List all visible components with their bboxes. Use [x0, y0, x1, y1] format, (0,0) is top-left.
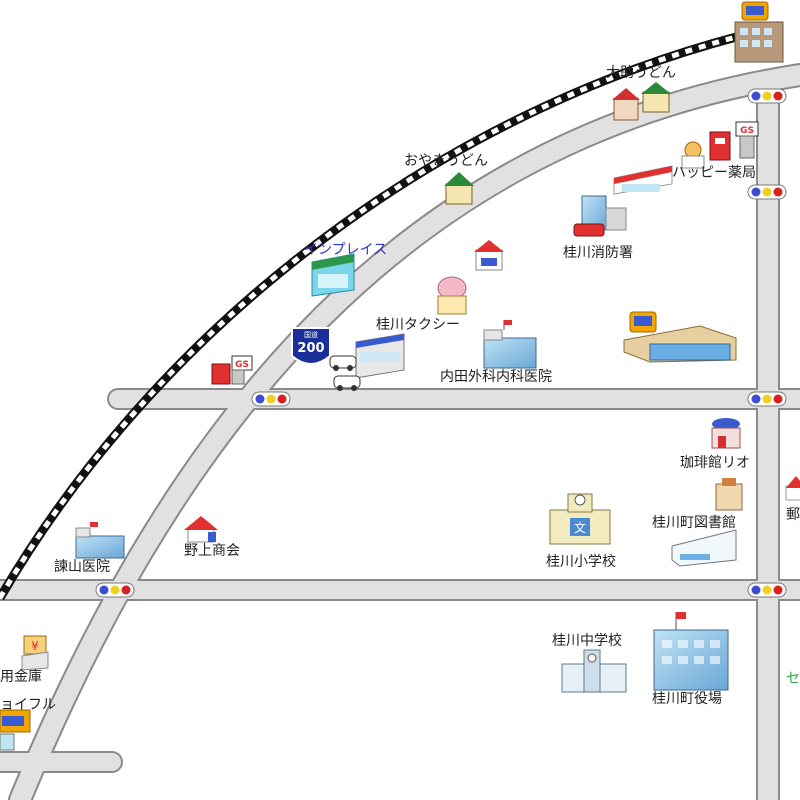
- label-uchida-clinic: 内田外科内科医院: [440, 369, 552, 385]
- convenience-store-icon: [613, 165, 673, 195]
- traffic-light: [747, 391, 787, 407]
- label-taxi: 桂川タクシー: [376, 317, 460, 333]
- clinic-building-icon: [75, 522, 125, 559]
- udon-shop-icon: [444, 172, 474, 205]
- traffic-lights: [95, 88, 787, 598]
- shop-icon: [474, 240, 504, 271]
- traffic-light: [747, 88, 787, 104]
- label-inplace: インプレイス: [304, 242, 388, 258]
- label-nogami-shokai: 野上商会: [184, 543, 240, 559]
- railway: [0, 31, 742, 601]
- supermarket-icon: [623, 311, 737, 363]
- udon-shop-icon: [612, 82, 671, 121]
- library-icon: [671, 478, 743, 567]
- traffic-light: [747, 582, 787, 598]
- route-200-sign: 国道 200: [291, 327, 331, 365]
- svg-text:文: 文: [574, 520, 586, 535]
- inplace-store-icon: [311, 253, 355, 297]
- label-town-office: 桂川町役場: [652, 691, 722, 707]
- station-building-icon: [734, 1, 784, 63]
- junior-high-school-icon: [561, 649, 627, 693]
- svg-text:GS: GS: [740, 126, 754, 136]
- label-edge-partial-green: セ: [786, 671, 800, 687]
- svg-text:¥: ¥: [31, 639, 39, 653]
- traffic-light: [251, 391, 291, 407]
- taxi-company-icon: [329, 333, 405, 391]
- elementary-school-icon: 文: [549, 493, 611, 545]
- pig-shop-icon: [437, 276, 467, 315]
- svg-text:国道: 国道: [304, 330, 318, 339]
- label-cafe-rio: 珈琲館リオ: [680, 455, 750, 471]
- label-daisuke-udon: 大助うどん: [606, 65, 676, 81]
- label-library: 桂川町図書館: [652, 515, 736, 531]
- label-elementary-school: 桂川小学校: [546, 554, 616, 570]
- svg-text:GS: GS: [235, 360, 249, 370]
- label-fire-station: 桂川消防署: [563, 245, 633, 261]
- label-isayama-clinic: 諫山医院: [54, 559, 110, 575]
- clinic-building-icon: [483, 320, 537, 369]
- shop-house-icon: [184, 516, 218, 543]
- bank-icon: ¥: [21, 635, 49, 671]
- pharmacy-icon: [681, 131, 731, 169]
- cafe-icon: [711, 418, 741, 449]
- label-joyful: ョイフル: [0, 697, 56, 713]
- gas-station-icon: GS: [735, 121, 759, 159]
- post-office-icon: [785, 476, 800, 501]
- label-credit-union: 用金庫: [0, 669, 42, 685]
- svg-text:200: 200: [297, 341, 324, 356]
- restaurant-icon: [0, 709, 31, 751]
- label-happy-pharmacy: ハッピー薬局: [672, 165, 756, 181]
- label-post-office-partial: 郵: [786, 507, 800, 523]
- gas-station-icon: GS: [211, 355, 253, 385]
- traffic-light: [747, 184, 787, 200]
- town-office-icon: [653, 612, 729, 691]
- fire-station-icon: [573, 195, 627, 237]
- traffic-light: [95, 582, 135, 598]
- label-oyama-udon: おやまうどん: [404, 153, 488, 169]
- label-junior-high-school: 桂川中学校: [552, 633, 622, 649]
